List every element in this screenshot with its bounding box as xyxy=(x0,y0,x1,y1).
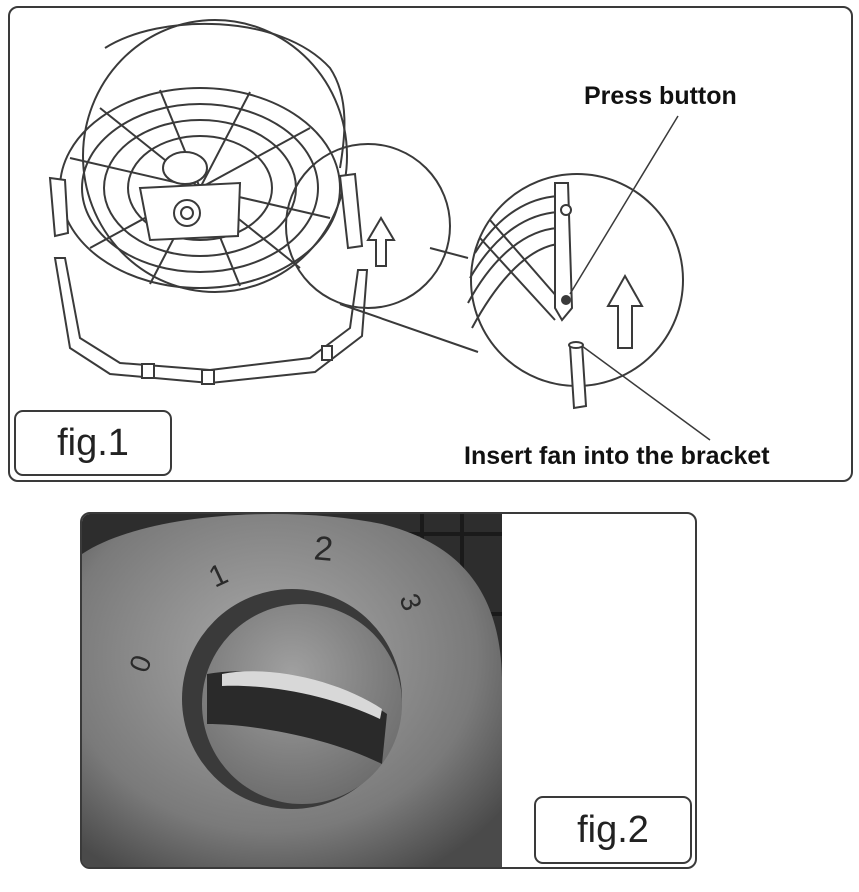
fan-hub xyxy=(162,151,208,185)
fan-housing-rim xyxy=(82,19,348,293)
fig2-label: fig.2 xyxy=(534,796,692,864)
insert-fan-callout: Insert fan into the bracket xyxy=(464,442,770,470)
fig1-panel: Press button Insert fan into the bracket… xyxy=(8,6,853,482)
press-button-callout: Press button xyxy=(584,82,737,110)
base-bracket xyxy=(53,257,369,385)
press-button-dot xyxy=(561,295,571,305)
zoom-circle-source xyxy=(285,143,451,309)
fig2-panel: 0 1 2 3 fig.2 xyxy=(80,512,697,869)
fan-assembly-drawing xyxy=(48,19,711,441)
fig1-label: fig.1 xyxy=(14,410,172,476)
up-arrow-small xyxy=(366,216,396,267)
fan-housing-drum xyxy=(104,22,346,169)
speed-dial-photo: 0 1 2 3 xyxy=(82,514,502,867)
speed-knob-small xyxy=(173,199,201,227)
up-arrow-large xyxy=(606,273,644,349)
dial-number-2: 2 xyxy=(312,529,334,569)
